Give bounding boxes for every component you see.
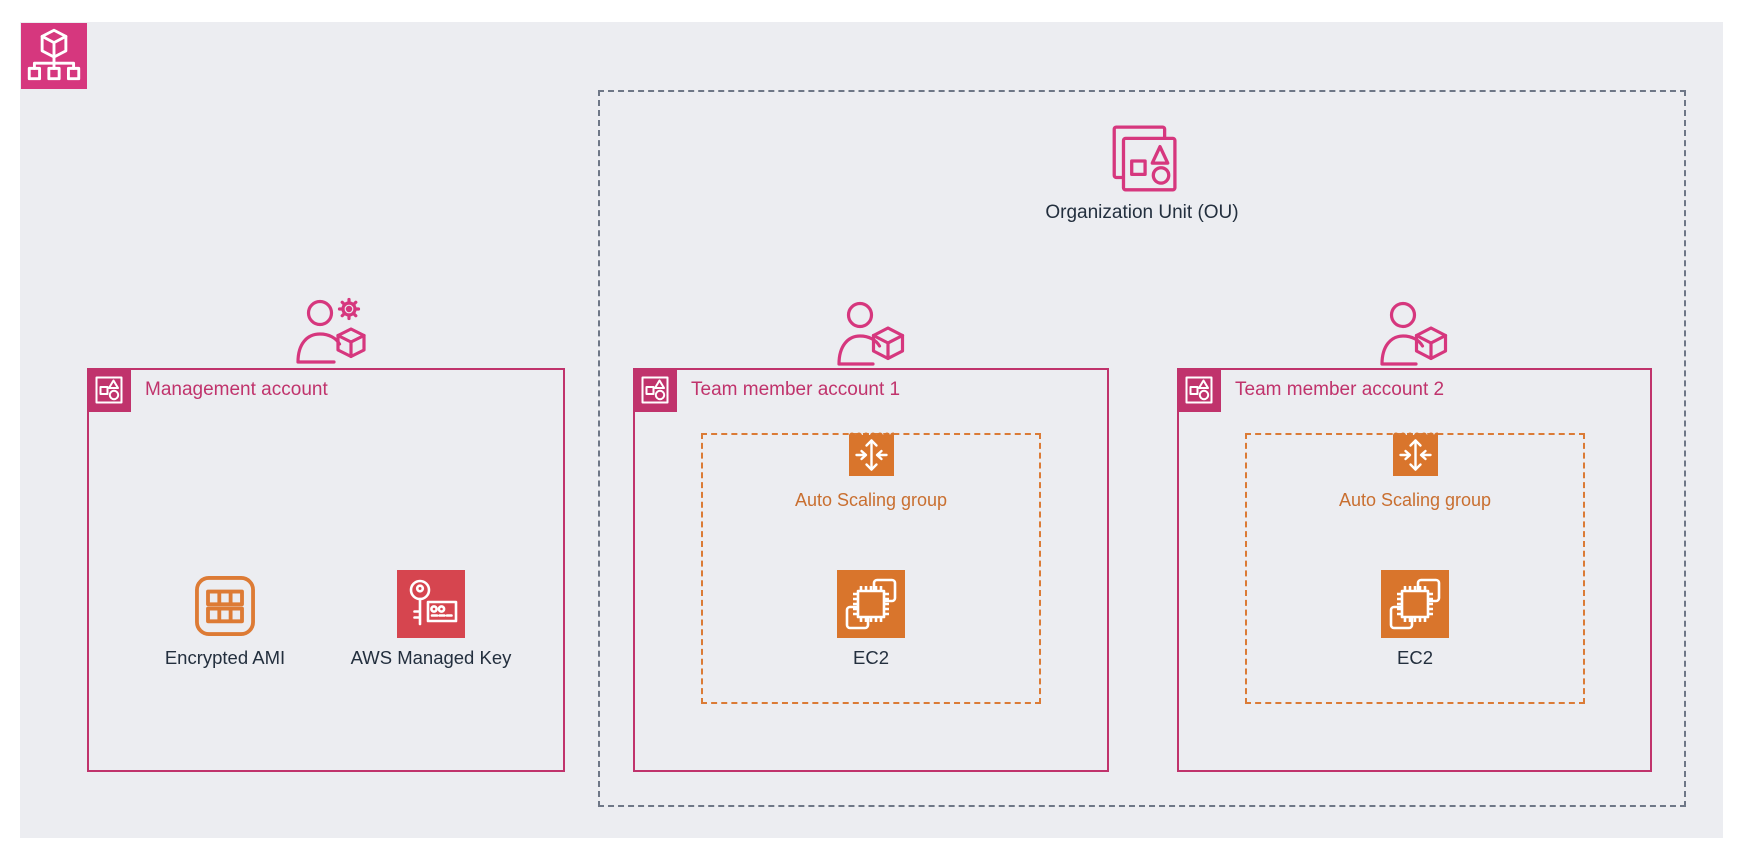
diagram-canvas: Organization Unit (OU) <box>20 22 1723 838</box>
aws-organizations-icon <box>21 23 87 89</box>
team-member-account-2-label: Team member account 2 <box>1235 379 1445 400</box>
auto-scaling-group-label: Auto Scaling group <box>1338 490 1492 510</box>
encrypted-ami-icon <box>191 572 259 640</box>
team-member-account-2-box: Team member account 2 <box>1177 368 1652 772</box>
auto-scaling-group-icon <box>849 431 894 476</box>
aws-account-icon <box>87 368 131 412</box>
management-account-label: Management account <box>145 379 328 400</box>
aws-account-icon <box>633 368 677 412</box>
team-member-account-1-box: Team member account 1 <box>633 368 1109 772</box>
organization-unit-icon <box>1106 124 1178 196</box>
ec2-icon <box>837 570 905 638</box>
ec2-label: EC2 <box>1397 647 1433 668</box>
aws-managed-key-label: AWS Managed Key <box>350 647 512 668</box>
ec2-icon <box>1381 570 1449 638</box>
admin-user-with-gear-and-cube-icon <box>288 296 372 370</box>
organization-unit-label: Organization Unit (OU) <box>1045 202 1239 223</box>
aws-account-icon <box>1177 368 1221 412</box>
team-member-account-1-label: Team member account 1 <box>691 379 901 400</box>
aws-managed-key-icon <box>397 570 465 638</box>
management-account-box: Management account Encrypted AMI <box>87 368 565 772</box>
organization-unit-container <box>598 90 1686 807</box>
user-with-cube-icon <box>1376 300 1452 370</box>
user-with-cube-icon <box>833 300 909 370</box>
auto-scaling-group-label: Auto Scaling group <box>794 490 948 510</box>
encrypted-ami-label: Encrypted AMI <box>164 647 286 668</box>
auto-scaling-group-icon <box>1393 431 1438 476</box>
ec2-label: EC2 <box>853 647 889 668</box>
